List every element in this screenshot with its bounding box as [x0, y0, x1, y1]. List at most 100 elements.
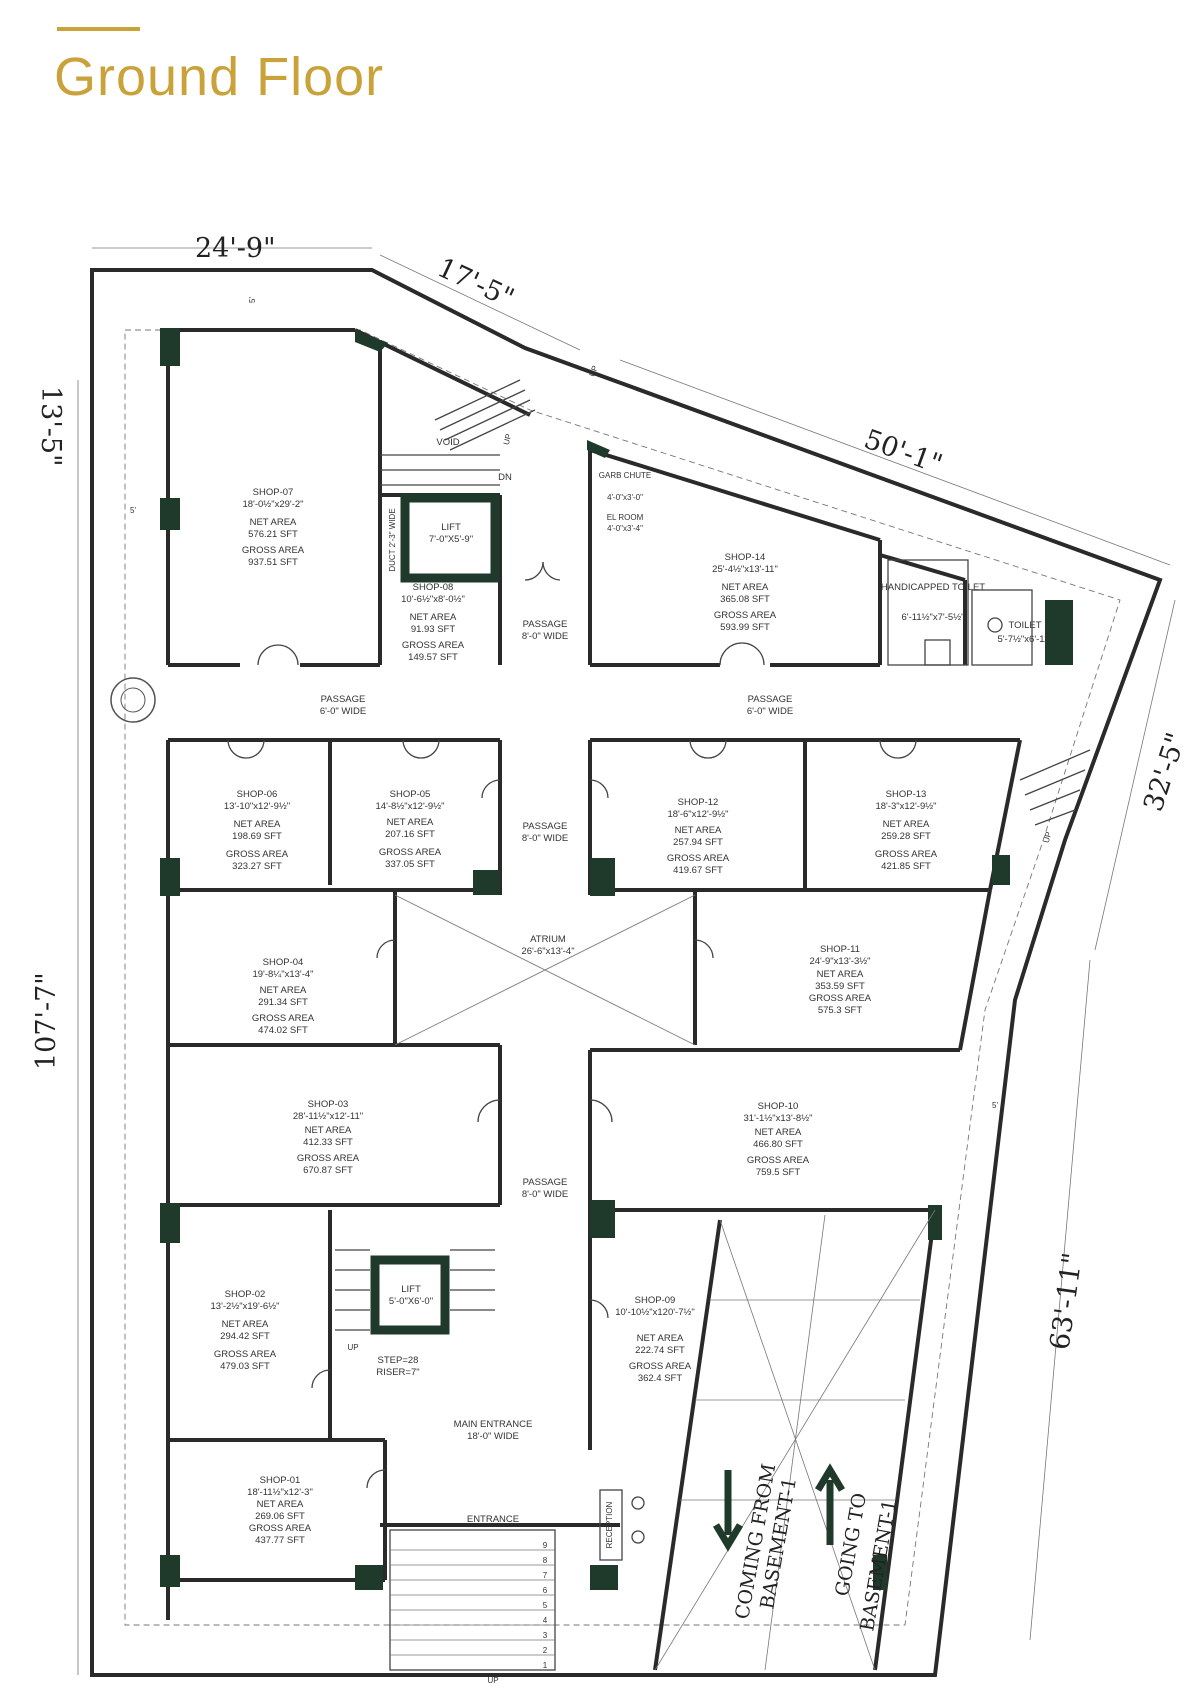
- svg-text:NET AREA: NET AREA: [637, 1333, 684, 1344]
- svg-text:GROSS AREA: GROSS AREA: [667, 853, 730, 864]
- label-up-right: UP: [1042, 831, 1054, 844]
- label-up-entrance: UP: [487, 1676, 498, 1685]
- svg-text:GROSS AREA: GROSS AREA: [379, 847, 442, 858]
- svg-text:28'-11½"x12'-11": 28'-11½"x12'-11": [293, 1111, 363, 1122]
- svg-text:365.08 SFT: 365.08 SFT: [720, 594, 770, 605]
- label-el-size: 4'-0"x3'-4": [607, 524, 643, 533]
- svg-text:13'-10"x12'-9½": 13'-10"x12'-9½": [224, 801, 290, 812]
- shop-11: SHOP-11 24'-9"x13'-3½" NET AREA 353.59 S…: [809, 944, 872, 1016]
- shop-10: SHOP-10 31'-1½"x13'-8½" NET AREA 466.80 …: [744, 1101, 813, 1178]
- svg-text:GROSS AREA: GROSS AREA: [875, 849, 938, 860]
- svg-text:259.28 SFT: 259.28 SFT: [881, 831, 931, 842]
- svg-text:24'-9"x13'-3½": 24'-9"x13'-3½": [809, 956, 870, 967]
- shop-14: SHOP-14 25'-4½"x13'-11" NET AREA 365.08 …: [712, 552, 778, 633]
- svg-text:149.57 SFT: 149.57 SFT: [408, 652, 458, 663]
- shop-02: SHOP-02 13'-2½"x19'-6½" NET AREA 294.42 …: [211, 1289, 280, 1372]
- svg-text:91.93 SFT: 91.93 SFT: [411, 624, 456, 635]
- svg-text:NET AREA: NET AREA: [883, 819, 930, 830]
- walls: [166, 328, 1022, 1671]
- label-lift-top-size: 7'-0"X5'-9": [429, 534, 473, 545]
- svg-text:421.85 SFT: 421.85 SFT: [881, 861, 931, 872]
- svg-text:19'-8¼"x13'-4": 19'-8¼"x13'-4": [252, 969, 313, 980]
- arrow-up-icon: [814, 1463, 846, 1545]
- fountain-icon-inner: [120, 687, 146, 713]
- svg-text:257.94 SFT: 257.94 SFT: [673, 837, 723, 848]
- arrow-down-icon: [712, 1470, 744, 1552]
- label-duct: DUCT 2'-3" WIDE: [388, 508, 397, 571]
- label-passage-low: PASSAGE: [523, 1177, 568, 1188]
- label-toilet: TOILET: [1008, 620, 1041, 631]
- svg-text:2: 2: [543, 1646, 548, 1655]
- svg-text:759.5 SFT: 759.5 SFT: [756, 1167, 801, 1178]
- svg-text:NET AREA: NET AREA: [755, 1127, 802, 1138]
- shop-09: SHOP-09 10'-10½"x120'-7½" NET AREA 222.7…: [615, 1295, 695, 1384]
- dimension-lines: [77, 247, 1176, 1675]
- structural-columns: [160, 328, 1073, 1590]
- svg-text:SHOP-14: SHOP-14: [725, 552, 766, 563]
- svg-text:SHOP-06: SHOP-06: [237, 789, 278, 800]
- svg-text:GROSS AREA: GROSS AREA: [249, 1523, 312, 1534]
- label-main-entrance-width: 18'-0" WIDE: [467, 1431, 519, 1442]
- dim-right-slant: 50'-1": [860, 424, 946, 481]
- svg-text:8: 8: [543, 1556, 548, 1565]
- label-passage-left-width: 6'-0" WIDE: [320, 706, 366, 717]
- label-passage-top: PASSAGE: [523, 619, 568, 630]
- label-passage-low-width: 8'-0" WIDE: [522, 1189, 568, 1200]
- svg-text:18'-3"x12'-9½": 18'-3"x12'-9½": [875, 801, 936, 812]
- stairs-top: [380, 379, 536, 486]
- svg-text:198.69 SFT: 198.69 SFT: [232, 831, 282, 842]
- svg-text:7: 7: [543, 1571, 548, 1580]
- svg-text:GROSS AREA: GROSS AREA: [747, 1155, 810, 1166]
- svg-text:337.05 SFT: 337.05 SFT: [385, 859, 435, 870]
- svg-text:SHOP-01: SHOP-01: [260, 1475, 301, 1486]
- svg-text:419.67 SFT: 419.67 SFT: [673, 865, 723, 876]
- svg-text:362.4 SFT: 362.4 SFT: [638, 1373, 683, 1384]
- svg-text:NET AREA: NET AREA: [817, 969, 864, 980]
- label-garb-chute: GARB CHUTE: [599, 471, 651, 480]
- label-up-bottom: UP: [347, 1343, 358, 1352]
- label-atrium: ATRIUM: [530, 934, 566, 945]
- label-atrium-size: 26'-6"x13'-4": [521, 946, 574, 957]
- label-up-stairs: UP: [502, 433, 514, 446]
- svg-text:9: 9: [543, 1541, 548, 1550]
- label-passage-right: PASSAGE: [748, 694, 793, 705]
- door-swings: [227, 561, 917, 1489]
- svg-text:GROSS AREA: GROSS AREA: [297, 1153, 360, 1164]
- stairs-right: [1019, 749, 1091, 826]
- label-offset-right: 5': [992, 1101, 998, 1110]
- label-reception: RECEPTION: [605, 1501, 614, 1548]
- shop-04: SHOP-04 19'-8¼"x13'-4" NET AREA 291.34 S…: [252, 957, 315, 1036]
- svg-text:466.80 SFT: 466.80 SFT: [753, 1139, 803, 1150]
- svg-text:3: 3: [543, 1631, 548, 1640]
- svg-text:SHOP-02: SHOP-02: [225, 1289, 266, 1300]
- dim-right-upper: 32'-5": [1138, 729, 1185, 815]
- outer-boundary: [90, 268, 1163, 1677]
- svg-text:670.87 SFT: 670.87 SFT: [303, 1165, 353, 1176]
- shop-07: SHOP-07 18'-0½"x29'-2" NET AREA 576.21 S…: [242, 487, 305, 568]
- svg-text:353.59 SFT: 353.59 SFT: [815, 981, 865, 992]
- svg-text:SHOP-08: SHOP-08: [413, 582, 454, 593]
- lift-core-top: [400, 493, 500, 583]
- inner-boundary: [124, 329, 1121, 1626]
- dim-left-full: 107'-7": [31, 972, 62, 1070]
- svg-text:10'-10½"x120'-7½": 10'-10½"x120'-7½": [615, 1307, 695, 1318]
- shop-08: SHOP-08 10'-6½"x8'-0½" NET AREA 91.93 SF…: [401, 582, 465, 663]
- svg-text:SHOP-03: SHOP-03: [308, 1099, 349, 1110]
- label-up-top: UP: [588, 364, 600, 378]
- svg-text:SHOP-10: SHOP-10: [758, 1101, 799, 1112]
- label-lift-top: LIFT: [441, 522, 461, 533]
- svg-text:GROSS AREA: GROSS AREA: [809, 993, 872, 1004]
- svg-text:NET AREA: NET AREA: [257, 1499, 304, 1510]
- entrance-steps: [389, 1529, 556, 1671]
- svg-text:NET AREA: NET AREA: [260, 985, 307, 996]
- label-void: VOID: [436, 437, 459, 448]
- svg-text:18'-6"x12'-9½": 18'-6"x12'-9½": [667, 809, 728, 820]
- lift-core-bottom: [370, 1255, 450, 1335]
- svg-text:294.42 SFT: 294.42 SFT: [220, 1331, 270, 1342]
- svg-text:GROSS AREA: GROSS AREA: [629, 1361, 692, 1372]
- svg-text:SHOP-13: SHOP-13: [886, 789, 927, 800]
- svg-text:593.99 SFT: 593.99 SFT: [720, 622, 770, 633]
- svg-text:474.02 SFT: 474.02 SFT: [258, 1025, 308, 1036]
- svg-text:GROSS AREA: GROSS AREA: [242, 545, 305, 556]
- label-lift-bottom-size: 5'-0"X6'-0": [389, 1296, 433, 1307]
